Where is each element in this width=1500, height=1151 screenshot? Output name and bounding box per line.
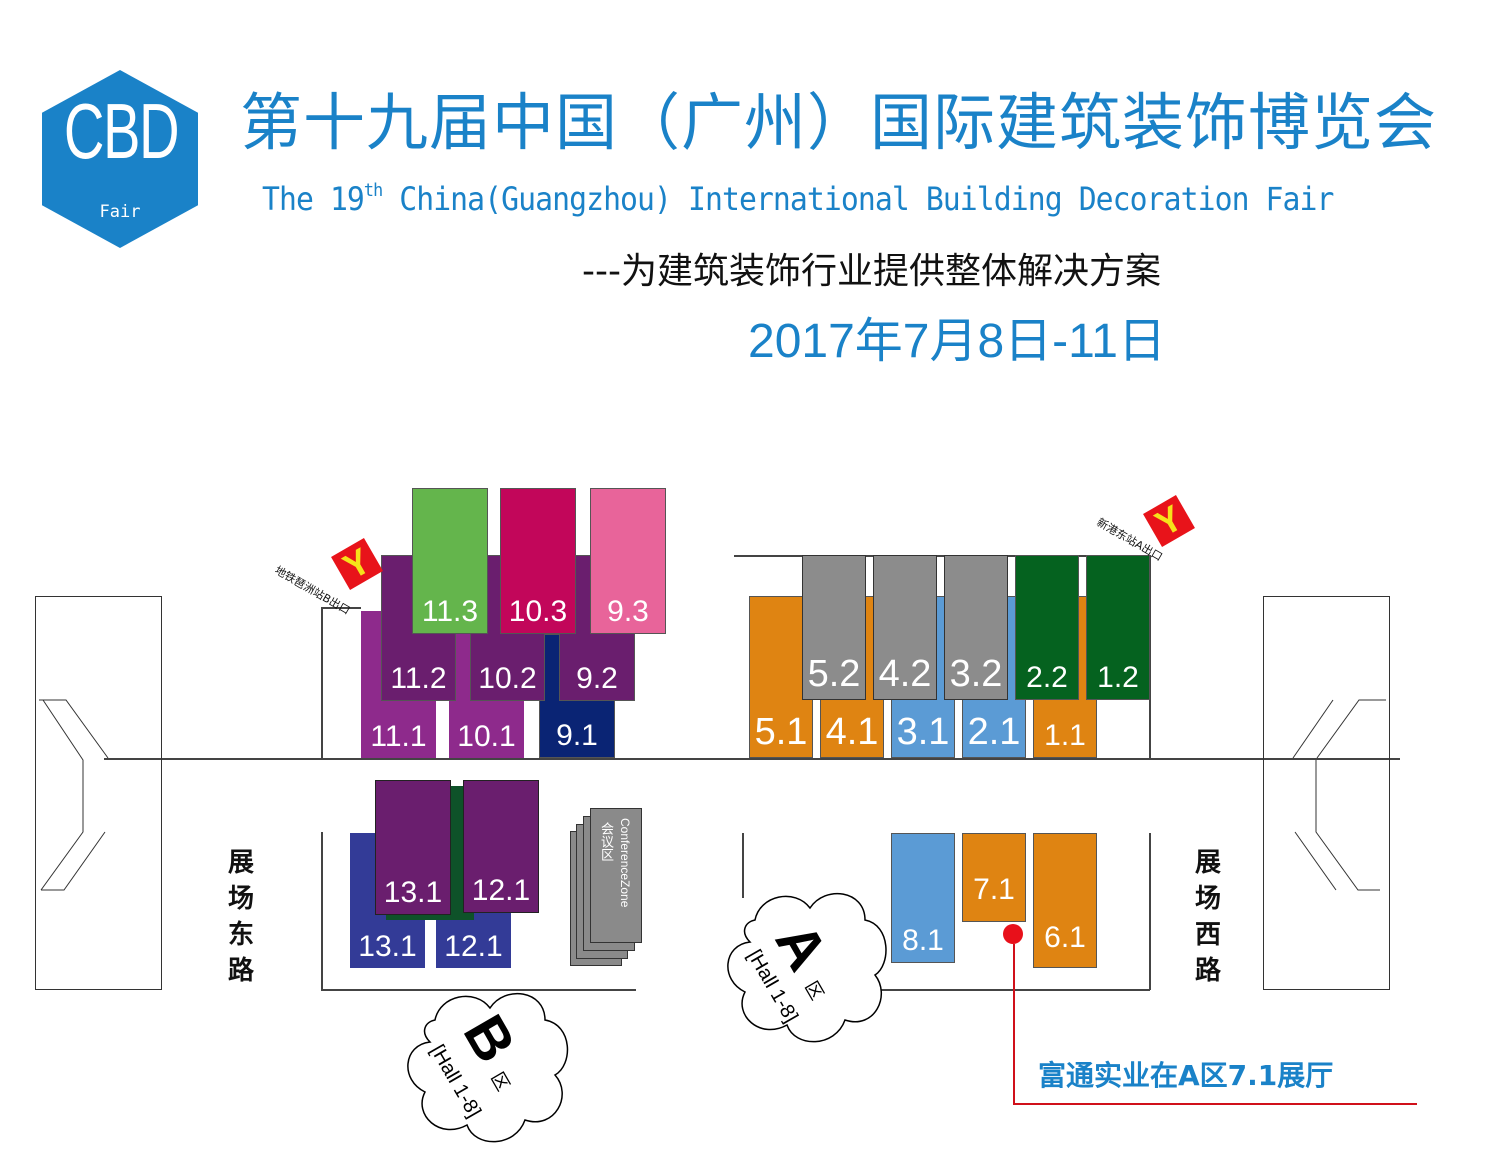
hall-label: 10.3 (508, 595, 568, 628)
hall-label: 1.2 (1097, 661, 1139, 694)
conference-zone[interactable] (590, 808, 642, 943)
metro-y-glyph: Y (1148, 496, 1190, 545)
title-en-post: China(Guangzhou) International Building … (382, 180, 1334, 218)
hall-label: 4.2 (878, 653, 932, 695)
slogan: ---为建筑装饰行业提供整体解决方案 (582, 251, 1161, 292)
b-lower-left-wall (321, 832, 323, 990)
east-entrance-building (35, 596, 162, 990)
hall-label: 2.2 (1026, 661, 1068, 694)
hall-7-1[interactable]: 7.1 (962, 833, 1026, 922)
hall-6-1[interactable]: 6.1 (1033, 833, 1097, 968)
a-upper-top-wall (734, 555, 1150, 557)
hall-2-2[interactable]: 2.2 (1015, 555, 1079, 700)
hall-13-1-upper[interactable]: 13.1 (375, 780, 451, 915)
hall-label: 13.1 (358, 930, 417, 963)
hall-9-3[interactable]: 9.3 (590, 488, 666, 634)
b-upper-top-wall (321, 607, 361, 609)
hall-1-2[interactable]: 1.2 (1086, 555, 1150, 700)
a-lower-bottom-wall (880, 989, 1150, 991)
hall-label: 11.1 (370, 720, 427, 753)
hall-12-1-upper[interactable]: 12.1 (463, 780, 539, 913)
hall-3-2[interactable]: 3.2 (944, 555, 1008, 700)
hall-label: 6.1 (1044, 921, 1086, 954)
hall-label: 10.2 (478, 662, 537, 695)
title-en-pre: The 19 (262, 180, 365, 218)
zone-a-cloud (727, 892, 887, 1043)
hall-label: 5.2 (807, 653, 861, 695)
hall-label: 2.1 (967, 711, 1021, 753)
hall-label: 3.2 (949, 653, 1003, 695)
hall-label: 10.1 (457, 720, 516, 753)
zone-b-cloud (407, 992, 569, 1143)
metro-y-glyph: Y (336, 539, 378, 588)
conference-label-en: ConferenceZone (618, 818, 632, 908)
hall-label: 12.1 (471, 874, 531, 907)
hall-label: 5.1 (754, 711, 808, 753)
event-date: 2017年7月8日-11日 (748, 315, 1166, 368)
page-title-en: The 19th China(Guangzhou) International … (262, 180, 1334, 218)
hall-5-2[interactable]: 5.2 (802, 555, 866, 700)
east-road-label: 展场东路 (227, 848, 254, 986)
title-en-sup: th (363, 180, 383, 201)
west-entrance-building (1263, 596, 1390, 990)
hall-label: 12.1 (444, 930, 503, 963)
a-lower-right-wall (1149, 833, 1151, 990)
hall-4-2[interactable]: 4.2 (873, 555, 937, 700)
logo-subtext: Fair (99, 202, 141, 222)
hall-10-3[interactable]: 10.3 (500, 488, 576, 634)
b-lower-bottom-wall (321, 989, 636, 991)
hall-label: 3.1 (896, 711, 950, 753)
hall-label: 7.1 (973, 873, 1015, 906)
location-pin-icon[interactable] (1003, 924, 1023, 944)
cbd-logo-hexagon (42, 70, 198, 248)
page-title-cn: 第十九届中国（广州）国际建筑装饰博览会 (240, 86, 1438, 159)
hall-label: 8.1 (902, 924, 944, 957)
conference-label-cn: 会议区 (598, 822, 613, 861)
west-entrance-arrow-icon (1292, 699, 1386, 891)
hall-label: 4.1 (825, 711, 879, 753)
callout-line-vertical (1013, 944, 1015, 1104)
logo-text: CBD (63, 87, 180, 175)
exhibitor-callout: 富通实业在A区7.1展厅 (1038, 1059, 1334, 1092)
callout-line-horizontal (1013, 1103, 1417, 1105)
west-road-label: 展场西路 (1194, 848, 1221, 986)
hall-label: 9.3 (607, 595, 649, 628)
hall-11-3[interactable]: 11.3 (412, 488, 488, 634)
hall-label: 11.3 (421, 595, 479, 628)
hall-8-1[interactable]: 8.1 (891, 833, 955, 963)
a-lower-left-wall (742, 833, 744, 898)
b-upper-left-wall (321, 607, 323, 758)
hall-label: 9.2 (576, 662, 618, 695)
hall-label: 11.2 (390, 662, 447, 695)
hall-label: 9.1 (556, 719, 598, 752)
east-entrance-arrow-icon (39, 699, 109, 891)
main-corridor-line (104, 758, 1400, 760)
hall-label: 1.1 (1044, 719, 1086, 752)
hall-label: 13.1 (383, 876, 443, 909)
